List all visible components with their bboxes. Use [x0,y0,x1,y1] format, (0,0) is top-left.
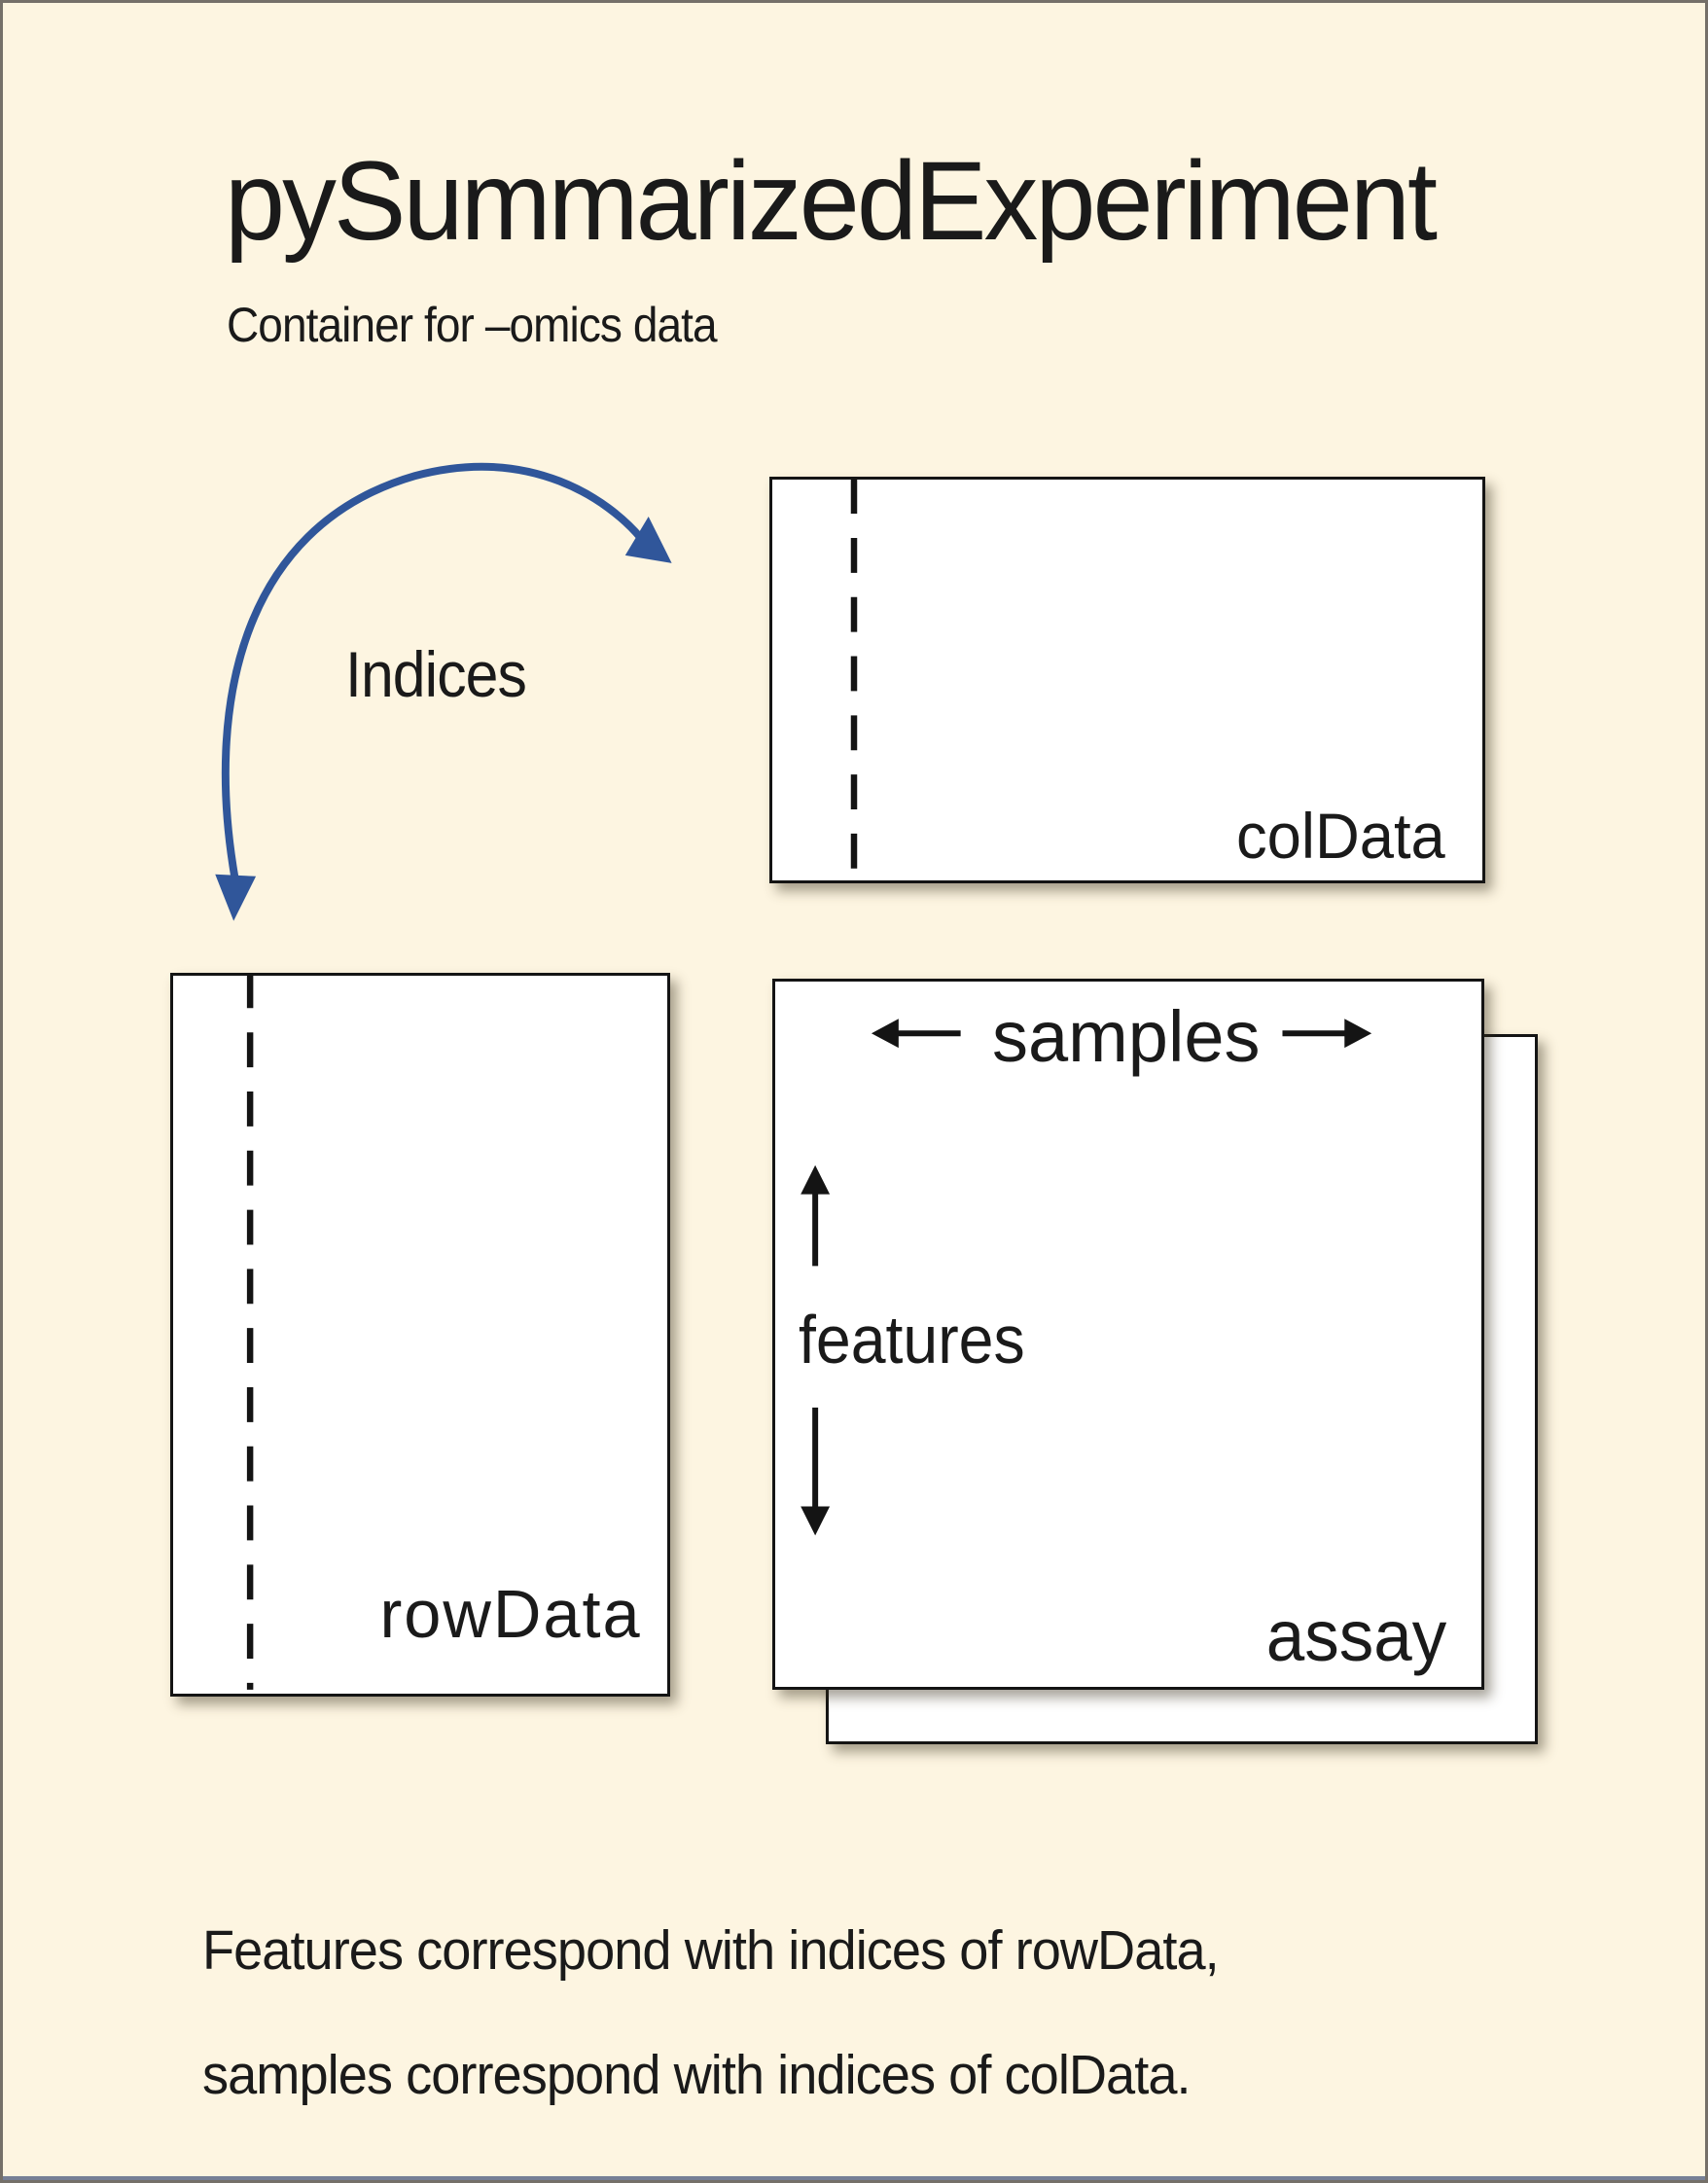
indices-label: Indices [345,638,527,710]
page-title: pySummarizedExperiment [225,139,1438,264]
coldata-panel: colData [769,477,1485,883]
assay-label: assay [1265,1595,1446,1676]
features-axis-label: features [799,1302,1025,1378]
rowdata-panel: rowData [170,973,670,1697]
page-subtitle: Container for –omics data [227,298,718,352]
rowdata-label: rowData [379,1576,642,1652]
assay-panel: assay [772,979,1484,1690]
coldata-label: colData [1236,800,1445,872]
caption: Features correspond with indices of rowD… [202,1888,1220,2137]
samples-axis-label: samples [992,996,1261,1077]
bottom-border-accent [3,2176,1705,2180]
caption-line-2: samples correspond with indices of colDa… [202,2044,1192,2106]
caption-line-1: Features correspond with indices of rowD… [202,1919,1220,1982]
